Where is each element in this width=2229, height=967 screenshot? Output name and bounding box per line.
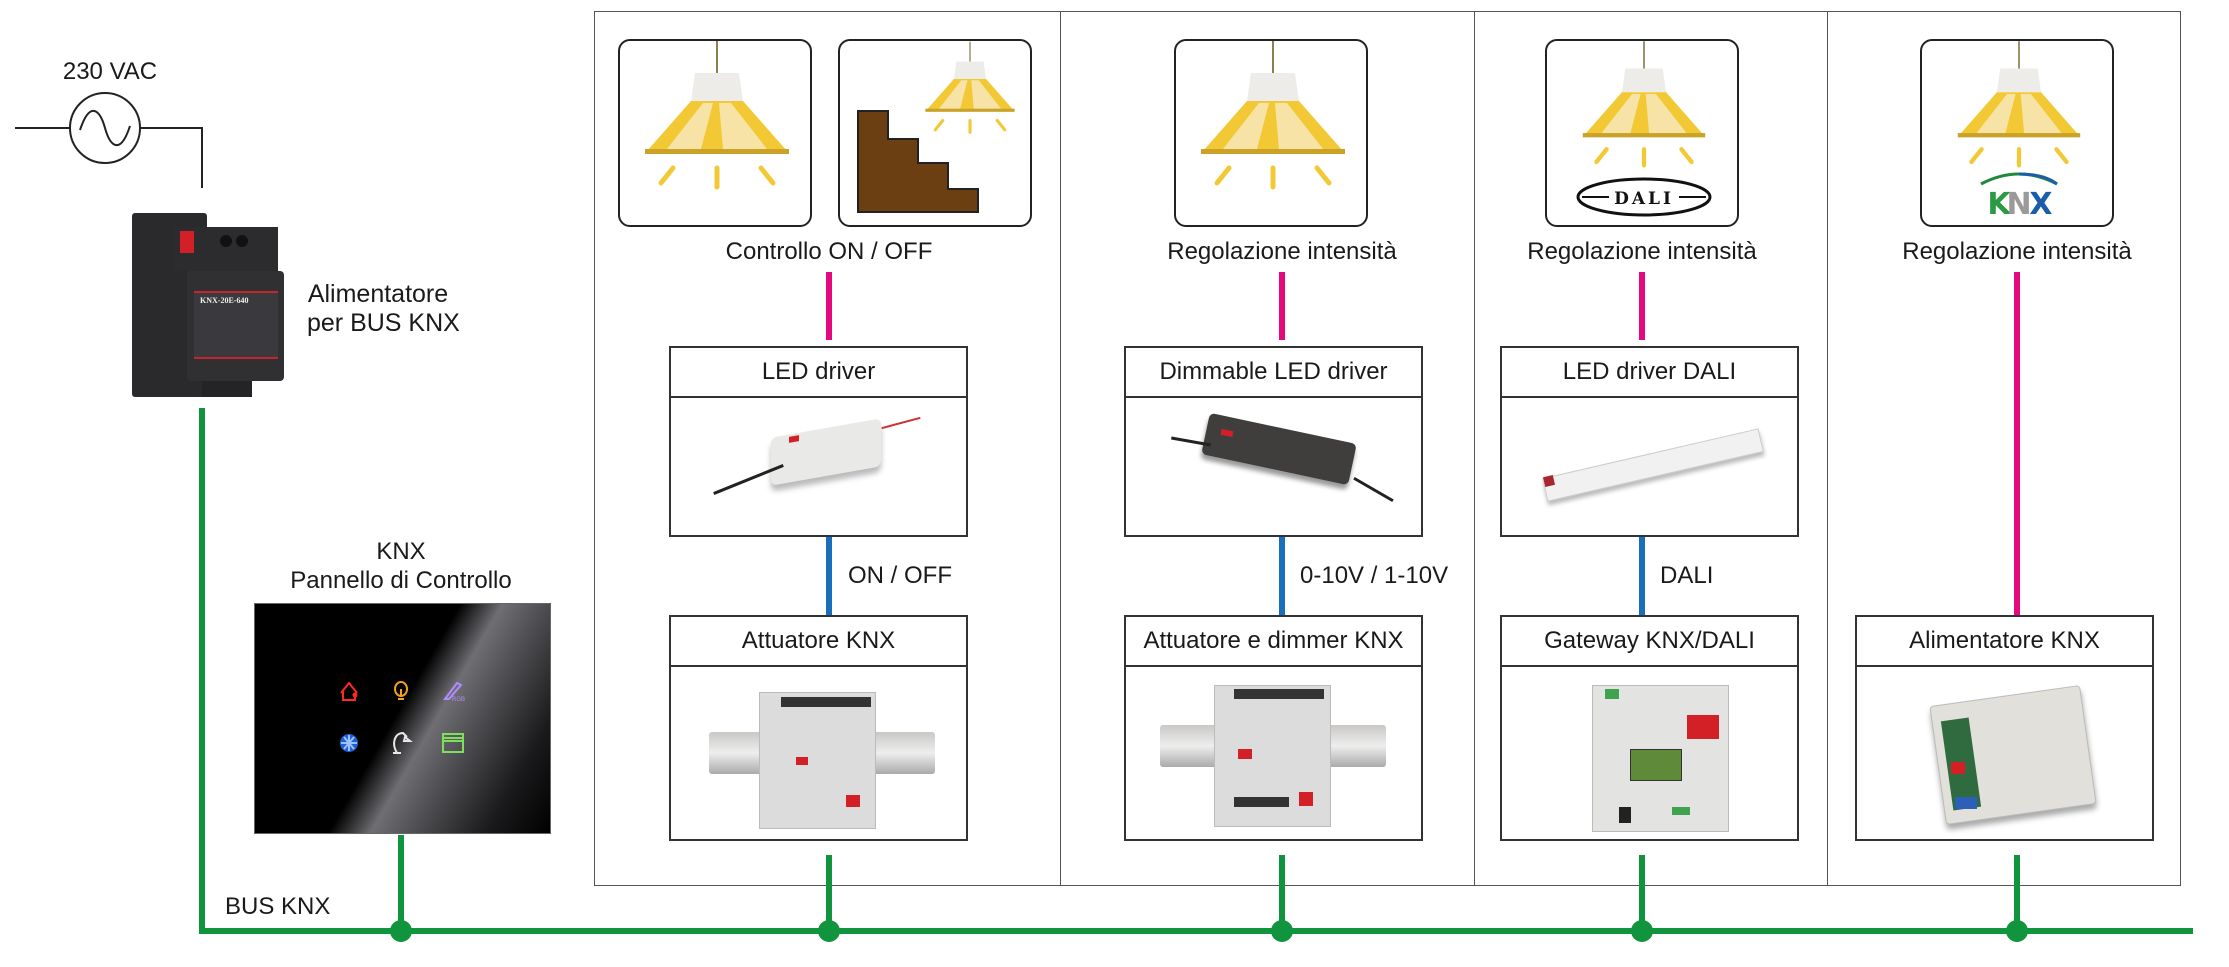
control-link-label: ON / OFF [848,562,952,589]
control-link [1279,537,1285,615]
actuator-title: Attuatore e dimmer KNX [1126,617,1421,667]
load-link [1279,272,1285,340]
bulb-icon[interactable] [394,681,408,700]
supply-model-label: KNX-20E-640 [200,296,249,305]
actuator-box: Attuatore KNX [669,615,968,841]
control-link [1639,537,1645,615]
column-divider [1827,11,1828,886]
bus-junction [1271,920,1293,942]
column-caption: Controllo ON / OFF [725,238,933,265]
rgb-brush-icon[interactable]: RGB [443,681,465,703]
actuator-title: Alimentatore KNX [1857,617,2152,667]
lamp-box-pendant [618,39,812,227]
lamp-box-dali: DALI [1545,39,1739,227]
bus-drop [2014,855,2020,931]
bus-panel-drop [398,835,404,931]
lamp-box-stairs [838,39,1032,227]
bus-drop [1279,855,1285,931]
stairs-icon [857,110,979,213]
power-supply-label: Alimentatore per BUS KNX [307,280,460,338]
svg-text:RGB: RGB [452,697,465,703]
lamp-box-pendant [1174,39,1368,227]
bus-junction-panel [390,920,412,942]
dimmable-driver-image [1126,398,1421,537]
control-link-label: 0-10V / 1-10V [1300,562,1449,589]
svg-text:K: K [1987,187,2012,222]
actuator-title: Gateway KNX/DALI [1502,617,1797,667]
lighting-scenarios-frame [594,11,2181,886]
ac-source-symbol [15,92,203,188]
blind-icon[interactable] [442,733,464,753]
power-supply-label-line2: per BUS KNX [307,308,460,337]
panel-label-line1: KNX [376,538,426,565]
control-link-label: DALI [1660,562,1714,589]
knx-logo-icon: K N X [1980,172,2058,222]
knx-dali-gateway-image [1502,667,1797,841]
driver-box: Dimmable LED driver [1124,346,1423,537]
load-link [1639,272,1645,340]
svg-text:N: N [2006,187,2031,222]
panel-label-line2: Pannello di Controllo [290,567,512,594]
pendant-lamp-icon [620,41,812,227]
knx-dimmer-image [1126,667,1421,841]
lamp-box-knx: K N X [1920,39,2114,227]
knx-led-power-supply-image [1857,667,2152,841]
actuator-box: Gateway KNX/DALI [1500,615,1799,841]
bus-junction [1631,920,1653,942]
control-link [826,537,832,615]
bus-supply-drop [199,408,205,934]
column-caption: Regolazione intensità [1902,238,2132,265]
driver-box: LED driver DALI [1500,346,1799,537]
knx-actuator-image [671,667,966,841]
power-supply-label-line1: Alimentatore [307,280,449,308]
knx-bus-line [199,928,2193,934]
driver-title: LED driver DALI [1502,348,1797,398]
dali-lamp-icon: DALI [1576,41,1712,217]
knx-control-panel[interactable]: RGB [254,603,551,834]
driver-title: Dimmable LED driver [1126,348,1421,398]
driver-box: LED driver [669,346,968,537]
actuator-title: Attuatore KNX [671,617,966,667]
actuator-box: Alimentatore KNX [1855,615,2154,841]
column-caption: Regolazione intensità [1527,238,1757,265]
bus-drop [826,855,832,931]
load-link [2014,272,2020,615]
column-caption: Regolazione intensità [1167,238,1397,265]
load-link [826,272,832,340]
column-divider [1060,11,1061,886]
bus-label: BUS KNX [225,893,331,920]
knx-power-supply-device: KNX-20E-640 [132,213,284,397]
snowflake-icon[interactable] [340,734,358,752]
dali-driver-image [1502,398,1797,537]
bus-junction [2006,920,2028,942]
stair-lamp-icon [857,41,1017,213]
actuator-box: Attuatore e dimmer KNX [1124,615,1423,841]
ac-voltage-label: 230 VAC [62,58,158,85]
column-divider [1474,11,1475,886]
bus-junction [818,920,840,942]
dali-logo-icon: DALI [1576,177,1712,217]
svg-text:X: X [2029,187,2052,222]
svg-text:DALI: DALI [1614,189,1674,209]
desk-lamp-icon[interactable] [393,731,413,754]
driver-title: LED driver [671,348,966,398]
bus-drop [1639,855,1645,931]
home-icon[interactable] [340,681,358,701]
pendant-lamp-icon [1176,41,1368,227]
knx-lamp-icon: K N X [1922,41,2114,222]
led-driver-image [671,398,966,537]
